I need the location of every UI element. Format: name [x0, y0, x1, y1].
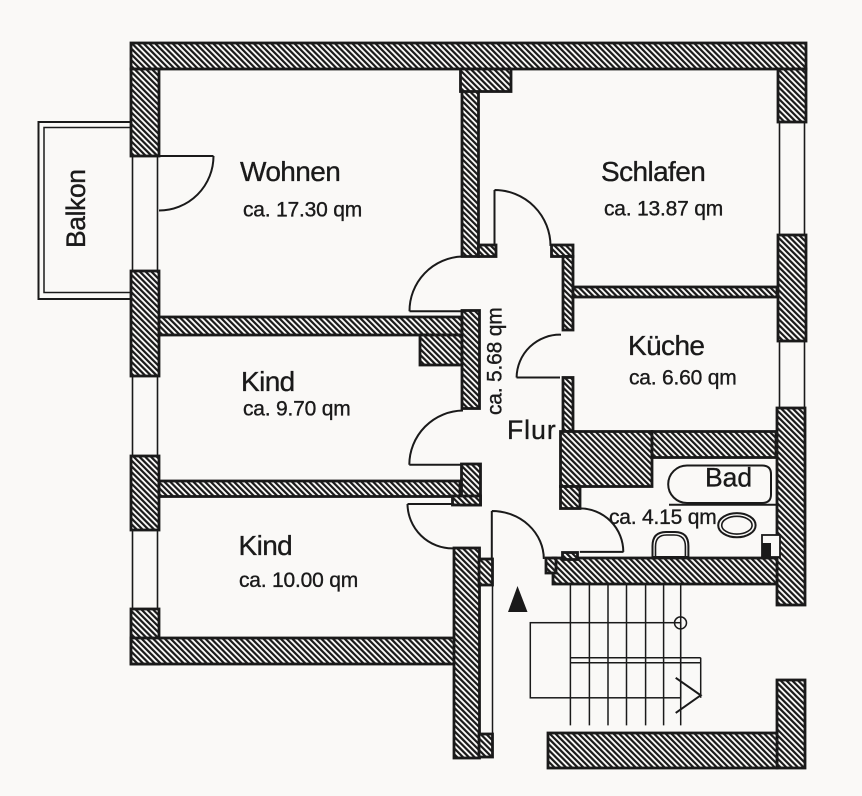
svg-text:ca. 10.00 qm: ca. 10.00 qm	[239, 569, 358, 592]
svg-text:Kind: Kind	[241, 366, 295, 397]
svg-text:ca. 13.87 qm: ca. 13.87 qm	[604, 198, 723, 221]
svg-text:Kind: Kind	[239, 530, 293, 561]
svg-text:ca. 6.60 qm: ca. 6.60 qm	[629, 367, 737, 390]
svg-text:ca. 5.68 qm: ca. 5.68 qm	[484, 307, 507, 415]
svg-text:ca. 17.30 qm: ca. 17.30 qm	[243, 199, 362, 222]
svg-text:Bad: Bad	[705, 463, 752, 493]
svg-text:ca. 4.15 qm: ca. 4.15 qm	[609, 506, 717, 529]
svg-text:Schlafen: Schlafen	[601, 156, 705, 187]
svg-text:Balkon: Balkon	[61, 169, 91, 248]
svg-text:Flur: Flur	[507, 415, 557, 445]
svg-text:Küche: Küche	[628, 330, 704, 361]
svg-text:ca. 9.70 qm: ca. 9.70 qm	[243, 398, 351, 421]
svg-text:Wohnen: Wohnen	[240, 156, 340, 187]
